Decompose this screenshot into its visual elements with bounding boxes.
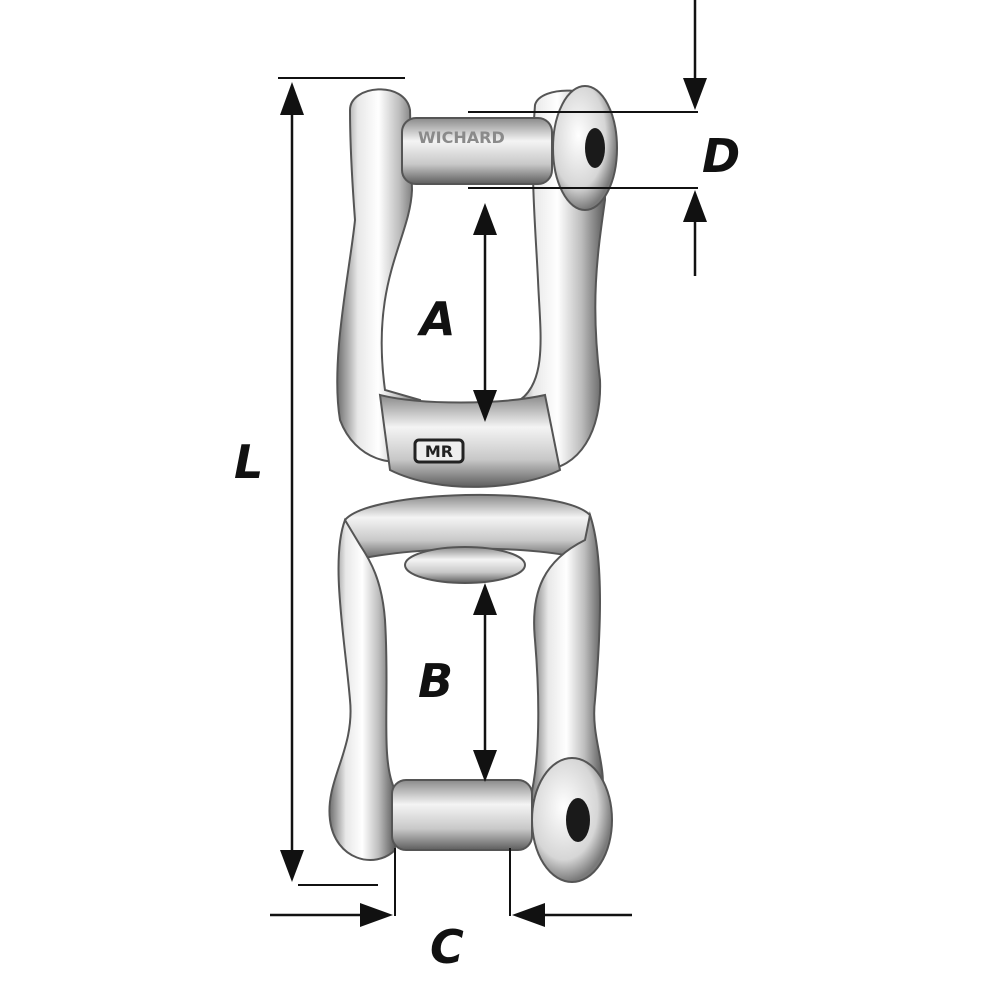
lower-left-arm [328, 517, 396, 861]
arrow-right-icon [360, 903, 393, 927]
dimension-l: L [234, 77, 405, 886]
arrow-up-icon [473, 583, 497, 615]
swivel-bearing [404, 546, 526, 584]
lower-right-arm [528, 511, 604, 801]
arrow-down-icon [473, 750, 497, 782]
lower-shackle [328, 493, 613, 883]
upper-body-base [378, 393, 562, 488]
arrow-up-icon [280, 82, 304, 115]
dimension-a: A [417, 203, 497, 422]
arrow-down-icon [683, 78, 707, 110]
label-a: A [417, 292, 456, 346]
arrow-up-icon [473, 203, 497, 235]
upper-pin [401, 117, 553, 185]
arrow-down-icon [280, 850, 304, 882]
arrow-down-icon [473, 390, 497, 422]
pin-brand-engraving: WICHARD [418, 128, 505, 147]
label-d: D [702, 129, 740, 183]
mr-engraving-mark [413, 438, 465, 464]
hex-socket-icon [585, 128, 605, 168]
arrow-up-icon [683, 190, 707, 222]
arrow-left-icon [512, 903, 545, 927]
label-l: L [234, 435, 263, 489]
dimension-c: C [270, 848, 632, 974]
dimension-b: B [418, 583, 497, 782]
label-c: C [430, 920, 464, 974]
dimension-d: D [468, 0, 740, 276]
lower-pin [391, 779, 533, 851]
hex-socket-icon [566, 798, 590, 842]
label-b: B [418, 654, 453, 708]
upper-shackle: WICHARD MR [336, 85, 618, 488]
body-mark-engraving: MR [425, 442, 453, 461]
